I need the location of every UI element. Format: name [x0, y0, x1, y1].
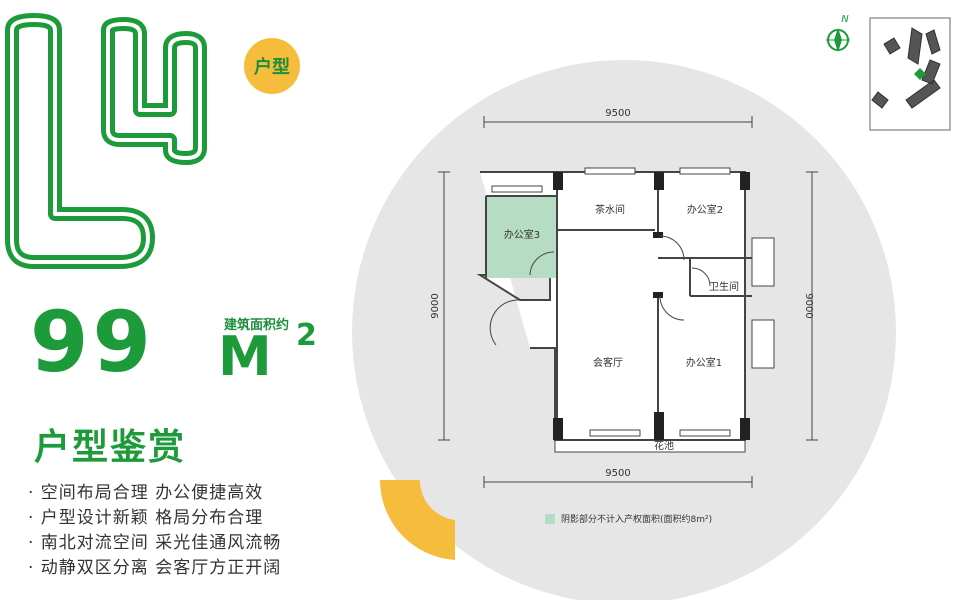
door-arc: [691, 267, 711, 287]
floor-plan: [438, 116, 818, 488]
unit-logo-l4: [5, 13, 207, 269]
compass-icon: [826, 28, 850, 52]
column: [654, 172, 664, 190]
site-key-plan: [869, 17, 951, 131]
window: [589, 429, 641, 437]
area-value: 99: [30, 293, 155, 391]
column: [653, 232, 663, 238]
area-unit-superscript: 2: [296, 318, 317, 353]
column: [740, 418, 750, 440]
room-office3: 办公室3: [504, 228, 540, 241]
bay-window: [751, 237, 775, 287]
feature-item: · 空间布局合理 办公便捷高效: [28, 483, 264, 503]
yellow-arc-decoration: [379, 480, 455, 560]
legend-text: 阴影部分不计入产权面积(面积约8m²): [561, 515, 713, 525]
room-tea: 茶水间: [595, 203, 625, 216]
dim-bottom-label: 9500: [605, 468, 630, 479]
section-title: 户型鉴赏: [34, 427, 187, 468]
column: [553, 418, 563, 440]
room-reception: 会客厅: [593, 356, 623, 369]
unit-type-badge: 户型: [244, 38, 300, 94]
compass-north-label: N: [841, 14, 849, 25]
column: [654, 412, 664, 440]
area-label: 建筑面积约: [224, 318, 290, 333]
window: [679, 167, 731, 175]
room-bathroom: 卫生间: [709, 280, 739, 293]
feature-item: · 动静双区分离 会客厅方正开阔: [28, 558, 282, 578]
dim-right-label: 9000: [803, 293, 814, 318]
door-arc: [489, 299, 521, 346]
dim-left-label: 9000: [430, 293, 441, 318]
feature-item: · 户型设计新颖 格局分布合理: [28, 508, 264, 528]
column: [553, 172, 563, 190]
column: [653, 292, 663, 298]
column: [740, 172, 750, 190]
feature-item: · 南北对流空间 采光佳通风流畅: [28, 533, 282, 553]
dim-top-label: 9500: [605, 108, 630, 119]
legend-swatch: [545, 513, 555, 524]
area-unit: M: [218, 325, 272, 388]
shaded-area-office3: [486, 196, 556, 278]
room-office2: 办公室2: [687, 203, 723, 216]
window: [584, 167, 636, 175]
door-arc: [529, 251, 555, 276]
window: [491, 185, 543, 193]
door-arc: [659, 235, 685, 261]
bay-window: [751, 319, 775, 369]
room-planter: 花池: [654, 439, 674, 452]
shade-legend: 阴影部分不计入产权面积(面积约8m²): [545, 512, 712, 525]
door-arc: [659, 295, 685, 321]
room-office1: 办公室1: [686, 356, 722, 369]
window: [679, 429, 731, 437]
